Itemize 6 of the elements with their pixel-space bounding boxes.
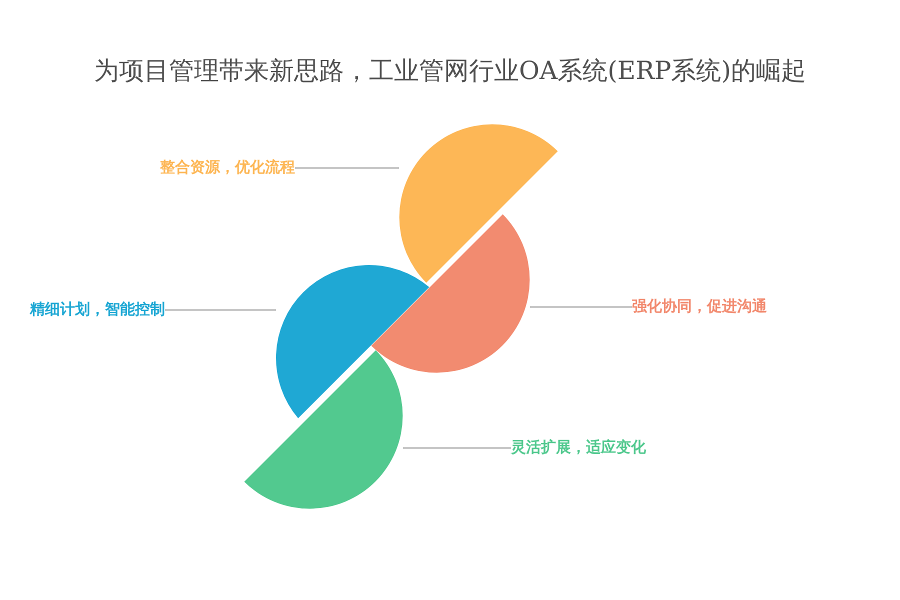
title: 为项目管理带来新思路，工业管网行业OA系统(ERP系统)的崛起 xyxy=(93,55,807,87)
item-label: 整合资源，优化流程 xyxy=(160,157,295,177)
item-label: 强化协同，促进沟通 xyxy=(632,296,767,316)
leader-line xyxy=(530,306,632,308)
item-label: 灵活扩展，适应变化 xyxy=(511,437,646,457)
item-label: 精细计划，智能控制 xyxy=(30,299,165,319)
